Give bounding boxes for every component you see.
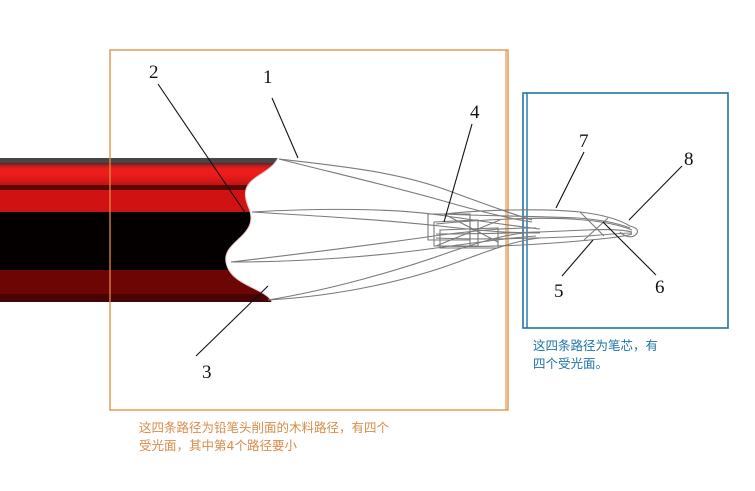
- leader-3: [195, 285, 269, 357]
- label-4: 4: [470, 102, 480, 123]
- pencil-band-shadow-red: [0, 294, 278, 302]
- label-1: 1: [263, 67, 273, 88]
- pencil-band-dark-seam: [0, 185, 278, 190]
- label-8: 8: [684, 149, 694, 170]
- leader-1: [271, 97, 299, 159]
- lead-nib-cap: [619, 225, 639, 238]
- pencil-band-mid-red: [0, 190, 278, 212]
- wood-path-4b: [267, 237, 541, 301]
- label-7: 7: [579, 131, 589, 152]
- wood-path-1b: [278, 158, 533, 223]
- label-2: 2: [149, 62, 159, 83]
- pencil-band-black-core: [0, 212, 278, 270]
- wood-region-note: 这四条路径为铅笔头削面的木料路径，有四个 受光面，其中第4个路径要小: [139, 420, 390, 454]
- pencil-band-top-edge: [0, 158, 278, 163]
- pencil-body: [0, 158, 278, 302]
- lead-path-7b: [443, 213, 631, 229]
- wood-cone-wireframe: [230, 158, 541, 301]
- label-6: 6: [655, 277, 665, 298]
- lead-path-5: [435, 229, 633, 235]
- lead-wireframe: [435, 209, 639, 248]
- leader-5: [561, 239, 594, 277]
- lead-construction-lines: [435, 213, 501, 247]
- lead-region-box: [522, 92, 729, 329]
- lead-nib-construction-lines: [579, 211, 609, 241]
- lead-region-note: 这四条路径为笔芯，有 四个受光面。: [533, 338, 659, 372]
- label-5: 5: [554, 281, 564, 302]
- wood-facet-box-2: [433, 219, 479, 247]
- pencil-bite-outline: [225, 157, 279, 303]
- lead-path-7: [443, 209, 631, 227]
- wood-path-4: [267, 231, 541, 301]
- pencil-sheen: [0, 163, 278, 185]
- leader-4: [443, 123, 473, 223]
- label-3: 3: [202, 362, 212, 383]
- leader-lines: [157, 83, 683, 357]
- pencil-band-dark-red: [0, 270, 278, 294]
- wood-path-1: [278, 158, 533, 221]
- leader-8: [628, 165, 683, 221]
- lead-path-6: [441, 233, 633, 248]
- leader-7: [555, 151, 585, 209]
- wood-path-3: [230, 227, 537, 263]
- leader-2: [157, 83, 247, 215]
- leader-6: [602, 221, 657, 276]
- wood-region-box: [109, 49, 509, 411]
- lead-path-8: [435, 217, 633, 231]
